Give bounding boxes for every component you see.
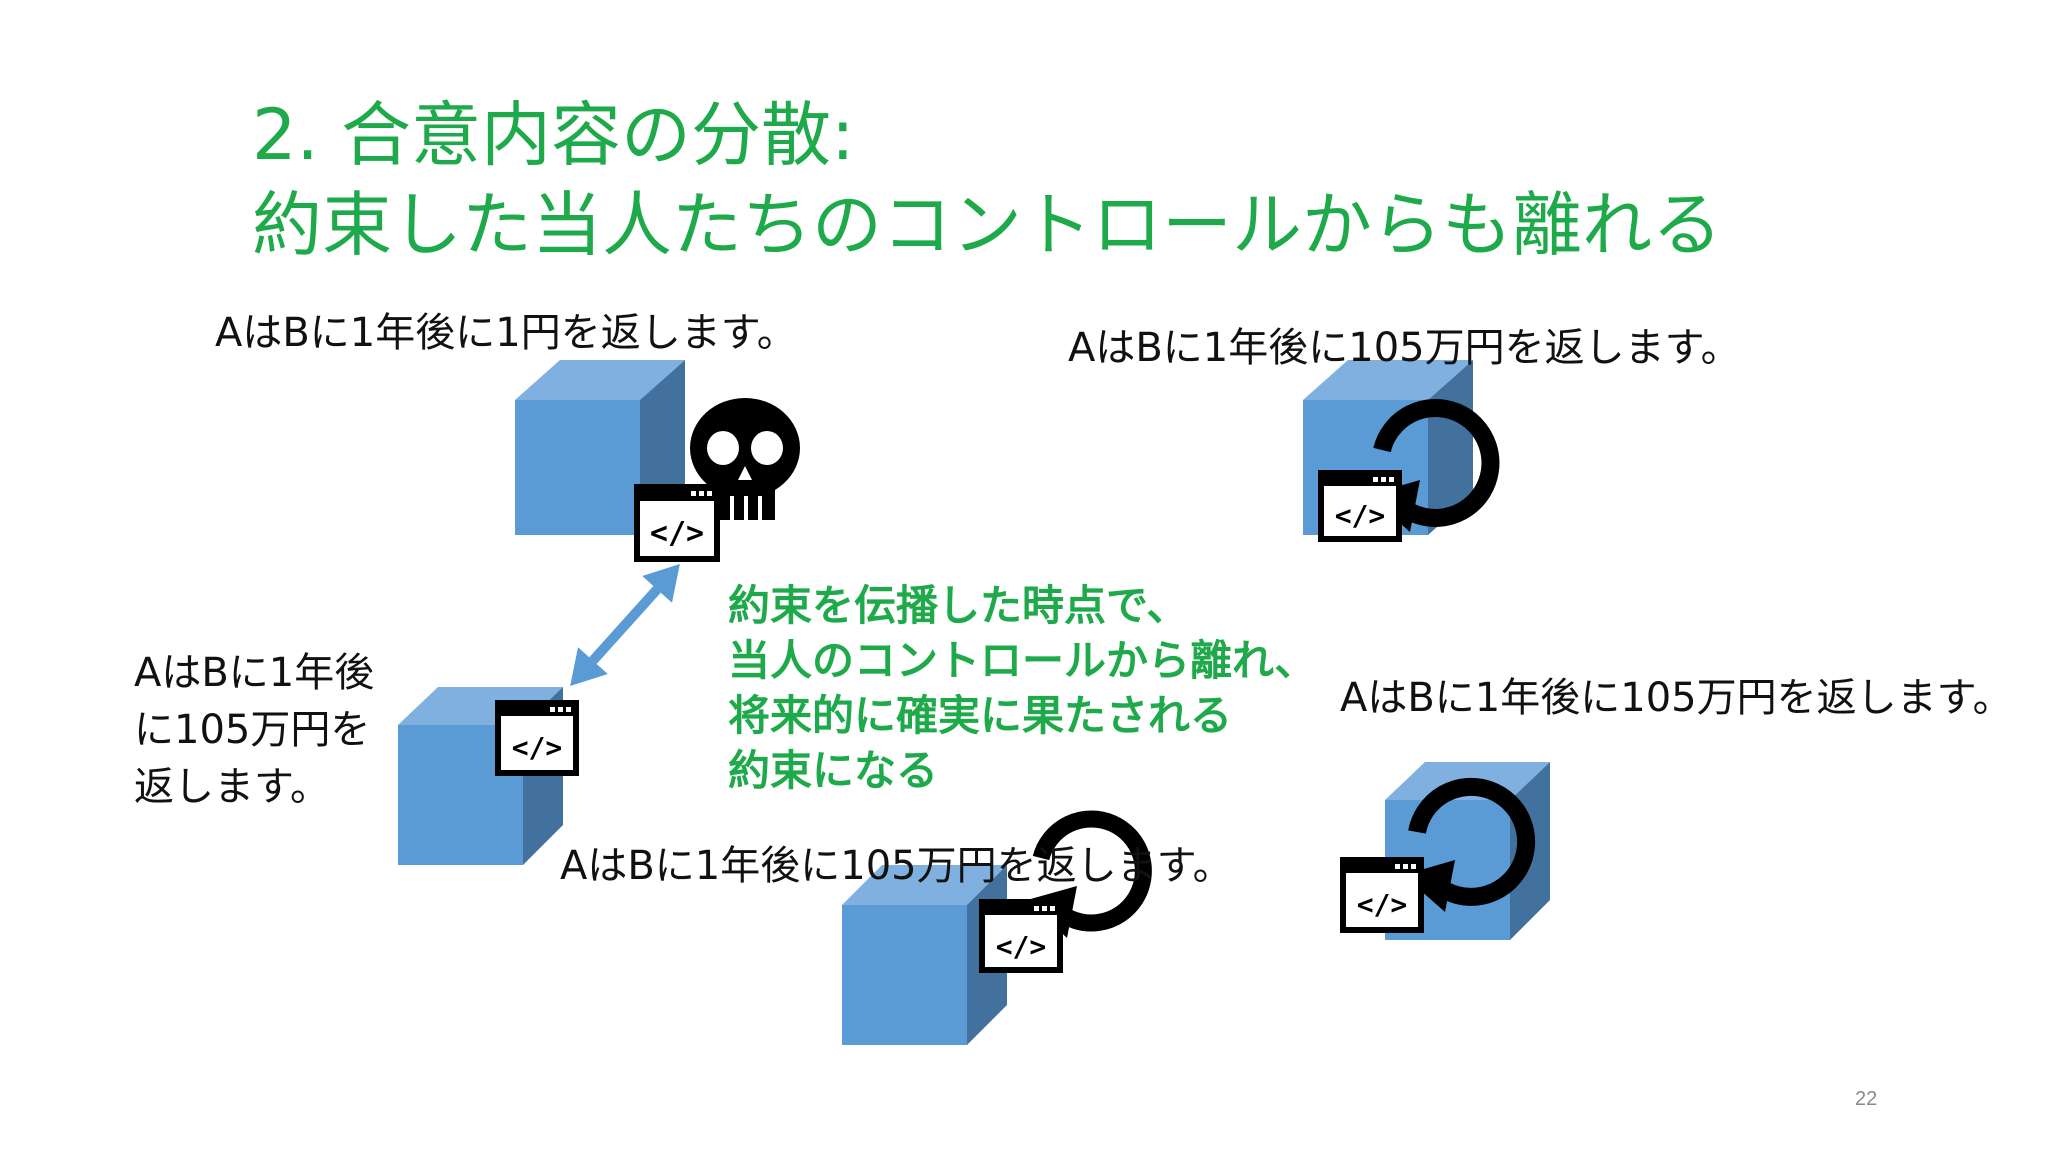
caption-left-line: AはBに1年後 — [134, 650, 375, 696]
code-glyph: </> — [1335, 499, 1386, 532]
caption-left-line: に105万円を — [134, 707, 371, 753]
code-window-icon: </> — [1318, 470, 1402, 542]
code-glyph: </> — [1357, 888, 1408, 921]
callout-line: 約束を伝播した時点で、 — [728, 581, 1189, 630]
code-window-icon: </> — [1340, 857, 1424, 933]
code-window-icon: </> — [979, 899, 1063, 973]
slide-title-line-1: 2. 合意内容の分散: — [252, 94, 855, 176]
node-left: </> — [398, 687, 579, 865]
code-glyph: </> — [512, 731, 563, 764]
node-bottom-mid: </> — [842, 810, 1152, 1045]
code-glyph: </> — [650, 516, 704, 551]
code-window-icon: </> — [634, 484, 720, 562]
callout-line: 当人のコントロールから離れ、 — [728, 636, 1317, 685]
callout-line: 約束になる — [728, 746, 939, 795]
caption-top-right: AはBに1年後に105万円を返します。 — [1068, 325, 1741, 371]
node-top-left: </> — [515, 360, 800, 562]
callout-text: 約束を伝播した時点で、 当人のコントロールから離れ、 将来的に確実に果たされる … — [728, 578, 1316, 798]
code-glyph: </> — [996, 930, 1047, 963]
callout-line: 将来的に確実に果たされる — [728, 691, 1233, 740]
node-right: </> — [1340, 762, 1550, 940]
page-number: 22 — [1855, 1088, 1878, 1110]
caption-left: AはBに1年後 に105万円を 返します。 — [134, 645, 374, 816]
skull-icon — [690, 398, 800, 520]
slide-title-line-2: 約束した当人たちのコントロールからも離れる — [252, 184, 1722, 266]
node-top-right: </> — [1303, 360, 1500, 542]
caption-top-left: AはBに1年後に1円を返します。 — [215, 310, 797, 356]
caption-left-line: 返します。 — [134, 764, 330, 810]
caption-bottom-mid: AはBに1年後に105万円を返します。 — [560, 843, 1233, 889]
code-window-icon: </> — [495, 700, 579, 776]
caption-right: AはBに1年後に105万円を返します。 — [1340, 675, 2013, 721]
double-arrow-icon — [570, 564, 680, 686]
